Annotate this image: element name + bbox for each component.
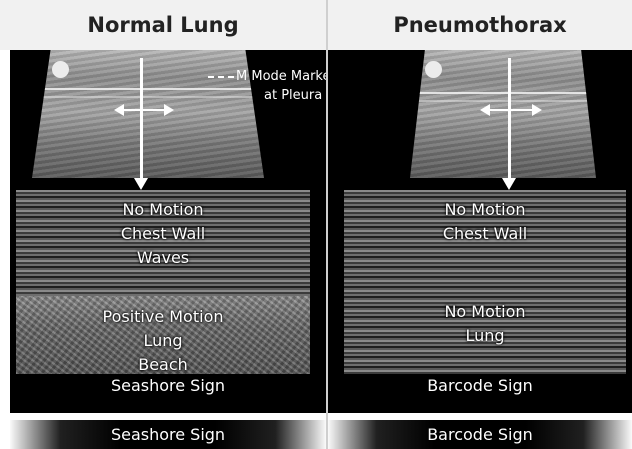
label-line: Beach (16, 353, 310, 377)
barcode-sign-label: Barcode Sign (328, 376, 632, 395)
label-line: Lung (344, 324, 626, 348)
m-mode-marker-line (140, 58, 143, 180)
upper-region-label: No Motion Chest Wall (344, 198, 626, 246)
lower-region-label: Positive Motion Lung Beach (16, 305, 310, 377)
lower-region-label: No Motion Lung (344, 300, 626, 348)
bottom-strip-seashore: Seashore Sign (10, 420, 326, 449)
label-line: Chest Wall (344, 222, 626, 246)
pleural-line-echo (32, 96, 264, 98)
header-pneumothorax: Pneumothorax (328, 0, 632, 50)
header-normal-lung: Normal Lung (0, 0, 326, 50)
pleural-line-echo (410, 100, 596, 102)
pneumothorax-panel: No Motion Chest Wall No Motion Lung Barc… (328, 50, 632, 413)
label-line: Lung (16, 329, 310, 353)
bottom-strip-barcode: Barcode Sign (328, 420, 632, 449)
annotation-line-2: at Pleura (264, 86, 322, 105)
label-line: No Motion (344, 198, 626, 222)
pleural-line (32, 88, 264, 90)
label-line: Waves (16, 246, 310, 270)
probe-orientation-dot (52, 61, 69, 78)
label-line: No Motion (344, 300, 626, 324)
label-line: Positive Motion (16, 305, 310, 329)
pleural-line (410, 92, 596, 94)
annotation-leader-line (208, 76, 234, 78)
probe-orientation-dot (425, 61, 442, 78)
normal-lung-panel: M Mode Marker at Pleura No Motion Chest … (10, 50, 326, 413)
label-line: No Motion (16, 198, 310, 222)
upper-region-label: No Motion Chest Wall Waves (16, 198, 310, 270)
label-line: Chest Wall (16, 222, 310, 246)
lung-sliding-arrow (123, 109, 165, 111)
lung-sliding-arrow (489, 109, 533, 111)
m-mode-arrowhead (134, 178, 148, 190)
seashore-sign-label: Seashore Sign (10, 376, 326, 395)
m-mode-marker-line (508, 58, 511, 180)
m-mode-arrowhead (502, 178, 516, 190)
annotation-line-1: M Mode Marker (236, 67, 326, 86)
center-divider (326, 0, 328, 449)
